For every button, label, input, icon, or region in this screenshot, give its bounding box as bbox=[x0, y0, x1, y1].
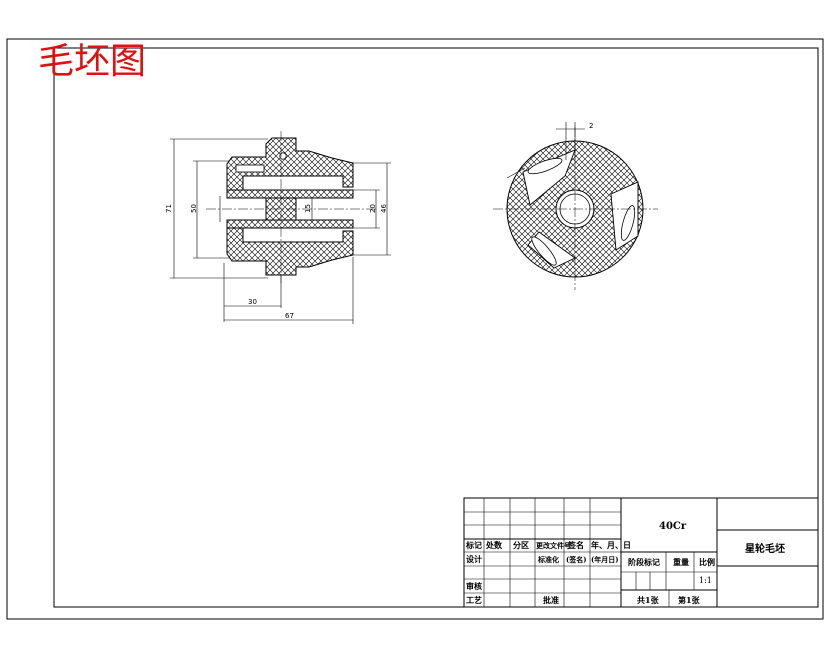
tb-stage: 阶段标记 bbox=[628, 557, 660, 567]
tb-h-zone: 分区 bbox=[513, 540, 529, 550]
tb-ratio: 比例 bbox=[699, 557, 715, 567]
tb-ymd: (年月日) bbox=[591, 555, 619, 564]
inner-frame bbox=[53, 47, 819, 608]
outer-frame bbox=[6, 38, 824, 620]
tb-part-name: 星轮毛坯 bbox=[745, 542, 785, 555]
tb-design: 设计 bbox=[466, 554, 482, 564]
tb-total: 共1张 bbox=[637, 595, 660, 605]
tb-h-count: 处数 bbox=[485, 540, 503, 550]
tb-h-date: 年、月、日 bbox=[591, 540, 631, 550]
stamp-title: 毛坯图 bbox=[38, 41, 146, 82]
tb-h-sign: 签名 bbox=[567, 540, 584, 550]
tb-process: 工艺 bbox=[466, 595, 482, 605]
tb-h-change: 更改文件号 bbox=[536, 541, 571, 550]
tb-material: 40Cr bbox=[659, 521, 687, 532]
dim-15: 15 bbox=[304, 204, 312, 213]
title-block: 标记 处数 分区 更改文件号 签名 年、月、日 设计 标准化 (签名) (年月日… bbox=[463, 497, 819, 608]
dim-67: 67 bbox=[285, 312, 294, 320]
dim-71: 71 bbox=[165, 204, 173, 213]
dim-20: 20 bbox=[369, 204, 377, 213]
dim-30: 30 bbox=[248, 298, 257, 306]
side-view: 2 bbox=[493, 122, 658, 290]
tb-weight: 重量 bbox=[673, 557, 689, 567]
dim-46: 46 bbox=[380, 204, 388, 213]
front-section-view bbox=[206, 131, 378, 283]
tb-signature: (签名) bbox=[566, 555, 587, 564]
tb-approve: 批准 bbox=[543, 595, 559, 605]
dim-2: 2 bbox=[589, 122, 593, 130]
tb-standard: 标准化 bbox=[537, 555, 559, 564]
tb-sheet: 第1张 bbox=[678, 595, 701, 605]
tb-scale: 1:1 bbox=[699, 576, 712, 585]
dim-50: 50 bbox=[190, 204, 198, 213]
tb-h-mark: 标记 bbox=[465, 540, 482, 550]
tb-review: 审核 bbox=[466, 581, 482, 591]
front-dimensions: 71 50 15 20 46 30 67 bbox=[165, 138, 391, 324]
